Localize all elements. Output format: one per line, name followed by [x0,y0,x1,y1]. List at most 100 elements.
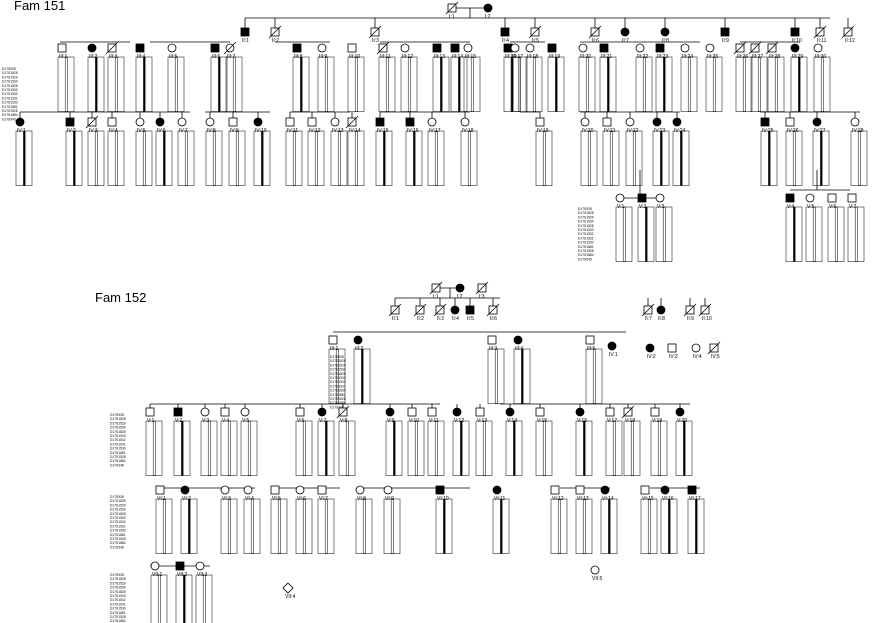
haplotype-box [505,420,523,476]
haplotype-bar [434,420,438,476]
individual-1-14: III:2 [353,335,371,404]
individual-0-18: III:5 [167,43,185,112]
male-symbol [317,485,327,495]
haplotype-bar [663,57,666,112]
marker-label: D17S1884 [110,459,126,463]
marker-label: D17S1884 [2,113,18,117]
haplotype-bar [642,56,646,112]
marker-label: D17S1884 [330,401,346,405]
individual-id-label: II:3 [372,38,379,44]
marker-label: D17S1828 [2,84,18,88]
marker-label: D17S1531 [110,524,126,528]
haplotype-box [585,348,603,404]
individual-1-45: VI:3 [220,485,238,554]
individual-0-78: V:7 [847,193,865,262]
haplotype-box [635,56,653,112]
haplotype-bar [393,421,396,476]
male-symbol [687,485,697,495]
individual-0-31: III:18 [525,43,543,112]
marker-label: D17S945 [110,463,124,467]
haplotype-box [578,56,596,112]
haplotype-bar [793,207,796,262]
individual-id-label: II:5 [467,316,474,322]
individual-0-68: IV:25 [760,117,778,186]
haplotype-box [107,130,125,186]
marker-label: D17S1828 [578,224,594,228]
haplotype-bar [583,421,586,476]
haplotype-bar [247,420,251,476]
female-symbol [578,43,588,53]
female-symbol [805,193,815,203]
individual-1-40: V:18 [621,405,641,476]
haplotype-box [87,130,105,186]
marker-label: D17S1881 [110,451,126,455]
individual-id-label: IV:4 [693,354,702,360]
male-symbol [650,407,660,417]
female-symbol [460,117,470,127]
individual-1-2: I:3 [475,281,489,300]
haplotype-bar [513,421,516,476]
haplotype-box [652,130,670,186]
marker-label: D17S1528 [110,455,126,459]
individual-0-66: IV:23 [652,117,670,186]
individual-0-8: II:7 [620,27,630,44]
haplotype-box [405,130,423,186]
individual-0-11: II:10 [790,27,802,44]
male-symbol [790,27,800,37]
haplotype-bar [440,57,443,112]
haplotype-bar [812,206,816,262]
female-symbol [492,485,502,495]
haplotype-bar [300,57,303,112]
family-title-152: Fam 152 [95,290,147,305]
female-symbol [656,305,666,315]
haplotype-bar [207,420,211,476]
individual-0-17: III:4 [135,43,153,112]
female-symbol [455,283,465,293]
haplotype-bar [250,498,254,554]
haplotype-box [427,420,445,476]
haplotype-box [805,206,823,262]
haplotype-box [65,130,83,186]
haplotype-bar [645,207,648,262]
haplotype-bar [23,131,26,186]
haplotype-box [660,498,678,554]
individual-0-77: V:6 [827,193,845,262]
male-symbol [405,117,415,127]
haplotype-box [338,420,356,476]
individual-1-12: II:10 [698,303,712,322]
haplotype-bar [73,131,76,186]
marker-label: D17S1828 [330,372,346,376]
haplotype-box [220,420,238,476]
individual-0-60: IV:17 [427,117,445,186]
marker-label: D17S1530 [2,101,18,105]
deceased-slash [368,25,382,39]
marker-label: D17S928 [110,413,124,417]
haplotype-bar [612,420,616,476]
haplotype-box [173,420,191,476]
haplotype-box [307,130,325,186]
female-symbol [513,335,523,345]
individual-1-59: VI:17 [687,485,705,554]
haplotype-bar [608,499,611,554]
individual-id-label: I:2 [485,14,491,20]
individual-0-73: V:2 [637,193,655,262]
deceased-slash [588,25,602,39]
individual-1-39: V:17 [605,407,623,476]
individual-1-42: V:20 [675,407,693,476]
individual-1-54: VI:12 [550,485,568,554]
individual-1-31: V:9 [385,407,403,476]
individual-1-11: II:9 [683,303,697,322]
haplotype-box [317,420,335,476]
male-symbol [487,335,497,345]
female-symbol [317,407,327,417]
individual-0-14: III:1 [57,43,75,112]
marker-label: D17S1529 [110,503,126,507]
marker-label: D17S1529 [2,75,18,79]
haplotype-box [492,498,510,554]
deceased-slash [388,303,402,317]
female-symbol [400,43,410,53]
individual-0-41: III:28 [765,41,785,112]
deceased-slash [813,25,827,39]
male-symbol [585,335,595,345]
deceased-slash [336,405,350,419]
